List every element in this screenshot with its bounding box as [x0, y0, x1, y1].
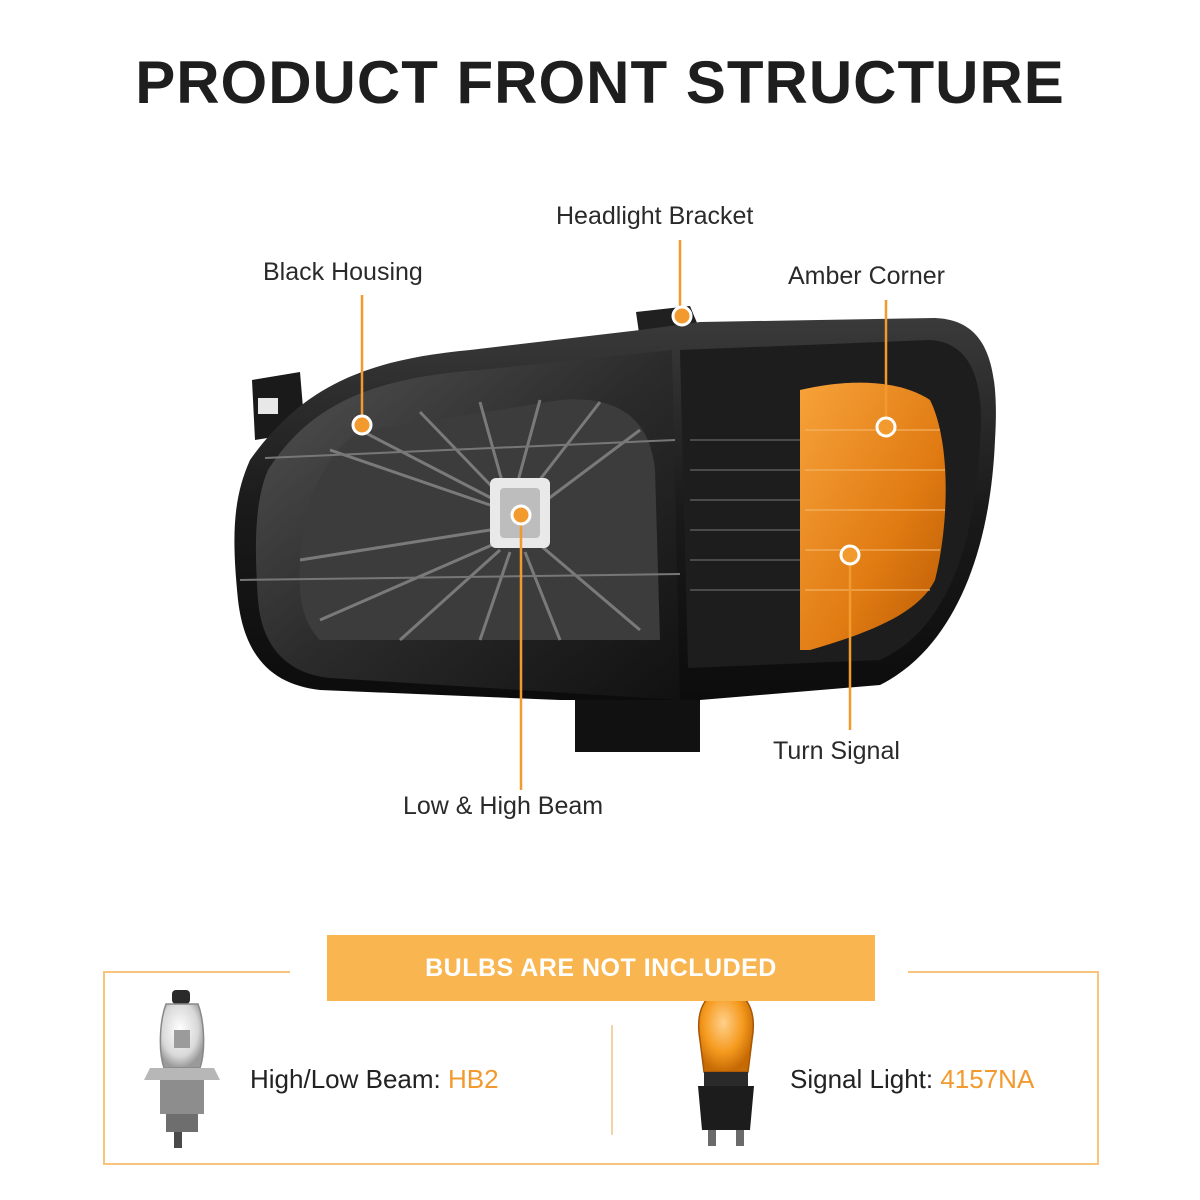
high-low-beam-info: High/Low Beam: HB2: [250, 1064, 499, 1095]
signal-light-label: Signal Light:: [790, 1064, 934, 1094]
hb2-bulb-icon: [144, 990, 220, 1148]
high-low-beam-label: High/Low Beam:: [250, 1064, 441, 1094]
headlight-bracket-label: Headlight Bracket: [556, 202, 754, 230]
low-high-beam-label: Low & High Beam: [403, 792, 604, 820]
turn-signal-label: Turn Signal: [773, 737, 900, 765]
amber-corner-label: Amber Corner: [788, 262, 945, 290]
black-housing-dot: [351, 414, 373, 436]
turn-signal-dot: [839, 544, 861, 566]
headlight-bracket-dot: [671, 305, 693, 327]
bulbs-info-frame: [103, 971, 1099, 1165]
headlight-product-image: [234, 306, 996, 752]
4157na-bulb-icon: [698, 989, 754, 1146]
signal-light-info: Signal Light: 4157NA: [790, 1064, 1034, 1095]
bulbs-not-included-banner: BULBS ARE NOT INCLUDED: [327, 935, 875, 1001]
low-high-beam-dot: [510, 504, 532, 526]
signal-light-value: 4157NA: [940, 1064, 1035, 1094]
high-low-beam-value: HB2: [448, 1064, 499, 1094]
amber-corner-dot: [875, 416, 897, 438]
page-title: PRODUCT FRONT STRUCTURE: [135, 49, 1065, 116]
black-housing-label: Black Housing: [263, 258, 423, 286]
